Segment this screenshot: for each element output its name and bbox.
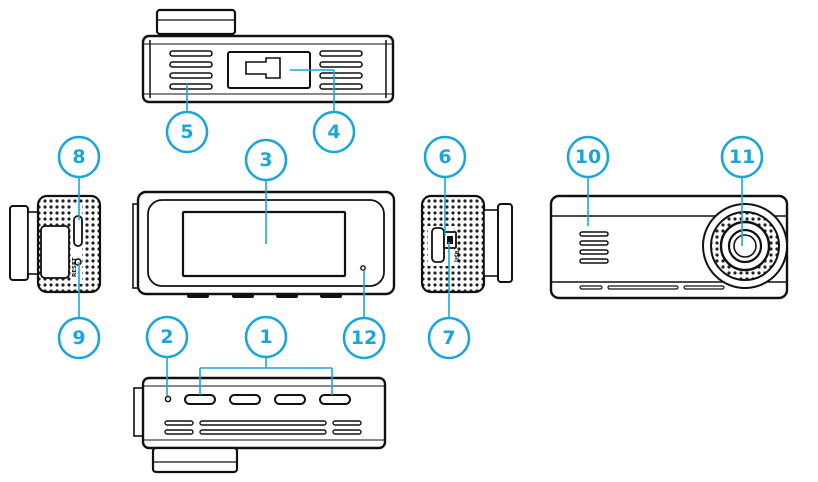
button-4[interactable] [319, 394, 351, 405]
power-button[interactable] [431, 227, 445, 263]
callout-8: 8 [57, 135, 101, 179]
bottom-mount [151, 446, 239, 474]
svg-text:7: 7 [442, 327, 455, 349]
bottom-vents [164, 420, 362, 435]
bottom-body [141, 376, 387, 450]
speaker-vents [579, 231, 609, 264]
top-view [141, 8, 395, 104]
callout-1: 1 [244, 315, 288, 359]
svg-text:1: 1 [259, 326, 272, 348]
sd-slot-cover [40, 225, 70, 279]
microphone-hole [164, 395, 172, 403]
callout-2: 2 [145, 315, 189, 359]
top-vents-left [169, 50, 213, 90]
svg-text:12: 12 [351, 327, 377, 349]
sd-card-slot [73, 215, 83, 247]
callout-11: 11 [720, 135, 764, 179]
button-1[interactable] [184, 394, 216, 405]
top-mount [155, 8, 237, 36]
rear-screen-view [132, 190, 396, 298]
leader-lines [78, 69, 743, 396]
front-bottom-grille [579, 285, 725, 290]
svg-text:9: 9 [72, 327, 85, 349]
reset-label: RESET [72, 257, 78, 277]
callout-12: 12 [342, 316, 386, 360]
svg-text:8: 8 [72, 146, 85, 168]
svg-text:2: 2 [160, 326, 173, 348]
svg-text:4: 4 [327, 121, 340, 143]
callout-9: 9 [57, 316, 101, 360]
button-2[interactable] [229, 394, 261, 405]
right-side-view: USB [420, 194, 513, 294]
status-led [360, 265, 366, 271]
bottom-view [133, 376, 387, 474]
camera-lens [702, 203, 788, 289]
top-vents-right [319, 50, 363, 90]
callout-3: 3 [244, 138, 288, 182]
callout-7: 7 [427, 316, 471, 360]
control-buttons [184, 394, 351, 405]
callout-10: 10 [566, 135, 610, 179]
svg-text:5: 5 [180, 121, 193, 143]
front-lens-view [549, 194, 789, 300]
callout-5: 5 [165, 110, 209, 154]
usb-label: USB [455, 250, 461, 262]
svg-text:3: 3 [259, 149, 272, 171]
callout-6: 6 [423, 135, 467, 179]
left-side-view: RESET [9, 194, 102, 294]
callouts: 1 2 3 4 5 6 7 8 [57, 110, 764, 360]
display-screen [181, 210, 347, 278]
svg-text:10: 10 [575, 146, 601, 168]
button-3[interactable] [274, 394, 306, 405]
svg-text:6: 6 [438, 146, 451, 168]
callout-4: 4 [312, 110, 356, 154]
svg-text:11: 11 [729, 146, 755, 168]
